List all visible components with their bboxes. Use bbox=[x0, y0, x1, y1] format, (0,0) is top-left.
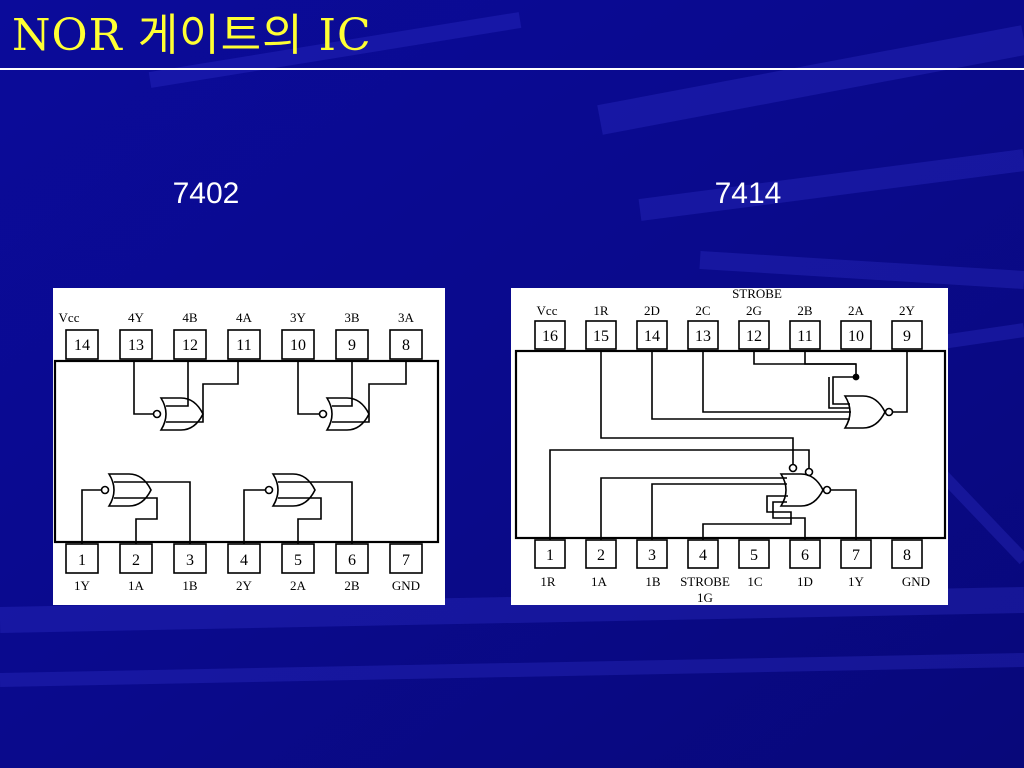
pin-name: STROBE bbox=[680, 574, 730, 589]
pin-name: 4A bbox=[236, 310, 253, 325]
pin-number: 5 bbox=[750, 547, 758, 564]
nor-gate-1 bbox=[107, 473, 152, 507]
nor-gate-2 bbox=[843, 395, 886, 429]
pin-box bbox=[389, 329, 423, 360]
pin-box bbox=[65, 329, 99, 360]
pin-number: 6 bbox=[801, 547, 809, 564]
strobe-label: STROBE bbox=[732, 288, 782, 301]
pin-box bbox=[335, 329, 369, 360]
pin-name: 2G bbox=[746, 303, 762, 318]
pin-name: 1A bbox=[591, 574, 608, 589]
pin-box bbox=[119, 329, 153, 360]
pin-number: 13 bbox=[128, 337, 144, 354]
strobe-sub-label: 1G bbox=[697, 590, 713, 605]
pin-number: 13 bbox=[695, 328, 711, 345]
ic-7402-package bbox=[53, 359, 440, 544]
chip-label-7402: 7402 bbox=[172, 177, 240, 210]
pin-number: 7 bbox=[852, 547, 860, 564]
pin-box bbox=[891, 539, 923, 569]
pin-name: 4Y bbox=[128, 310, 145, 325]
nor-gate-4 bbox=[159, 397, 204, 431]
pin-number: 11 bbox=[236, 337, 251, 354]
pin-name: 1R bbox=[593, 303, 609, 318]
pin-name: 1R bbox=[540, 574, 556, 589]
pin-number: 4 bbox=[240, 552, 248, 569]
pin-number: 9 bbox=[903, 328, 911, 345]
pin-name: Vcc bbox=[537, 303, 558, 318]
pin-name: 2D bbox=[644, 303, 660, 318]
ic-7402-schematic: 14 13 12 11 10 9 8 1 2 3 4 5 6 7 Vcc 4Y … bbox=[53, 310, 440, 593]
pin-box bbox=[389, 543, 423, 574]
pin-number: 3 bbox=[186, 552, 194, 569]
pin-name: 2A bbox=[290, 578, 307, 593]
pin-number: 16 bbox=[542, 328, 558, 345]
pin-number: 8 bbox=[903, 547, 911, 564]
pin-number: 10 bbox=[848, 328, 864, 345]
pin-box bbox=[534, 320, 566, 350]
pin-box bbox=[585, 320, 617, 350]
pin-number: 14 bbox=[644, 328, 660, 345]
pin-number: 10 bbox=[290, 337, 306, 354]
pin-number: 1 bbox=[78, 552, 86, 569]
pin-name: 3B bbox=[344, 310, 360, 325]
pin-name: GND bbox=[902, 574, 930, 589]
ic-diagram-7414: 16 15 14 13 12 11 10 9 1 2 3 4 5 6 7 8 S… bbox=[511, 288, 948, 605]
pin-box bbox=[738, 320, 770, 350]
ic-diagram-7402: 14 13 12 11 10 9 8 1 2 3 4 5 6 7 Vcc 4Y … bbox=[53, 288, 445, 605]
pin-name: 2C bbox=[695, 303, 710, 318]
pin-name: 1Y bbox=[848, 574, 865, 589]
slide-title: NOR 게이트의 IC bbox=[12, 10, 372, 61]
pin-name: GND bbox=[392, 578, 420, 593]
pin-box bbox=[687, 320, 719, 350]
pin-name: 4B bbox=[182, 310, 198, 325]
pin-name: 1Y bbox=[74, 578, 91, 593]
ic-7414-package bbox=[514, 349, 947, 540]
pin-box bbox=[636, 320, 668, 350]
pin-number: 15 bbox=[593, 328, 609, 345]
pin-name: 3A bbox=[398, 310, 415, 325]
pin-name: 3Y bbox=[290, 310, 307, 325]
nor-gate-3 bbox=[325, 397, 370, 431]
pin-name: 2Y bbox=[236, 578, 253, 593]
pin-number: 4 bbox=[699, 547, 707, 564]
pin-number: 8 bbox=[402, 337, 410, 354]
pin-number: 9 bbox=[348, 337, 356, 354]
ic-7414-schematic: 16 15 14 13 12 11 10 9 1 2 3 4 5 6 7 8 S… bbox=[514, 288, 947, 605]
pin-number: 11 bbox=[797, 328, 812, 345]
pin-box bbox=[227, 329, 261, 360]
pin-box bbox=[281, 329, 315, 360]
pin-box bbox=[738, 539, 770, 569]
pin-name: 2Y bbox=[899, 303, 916, 318]
pin-number: 1 bbox=[546, 547, 554, 564]
pin-number: 14 bbox=[74, 337, 90, 354]
pin-box bbox=[789, 320, 821, 350]
pin-number: 7 bbox=[402, 552, 410, 569]
pin-name: Vcc bbox=[59, 310, 80, 325]
pin-number: 2 bbox=[132, 552, 140, 569]
pin-name: 1B bbox=[645, 574, 661, 589]
pin-name: 2B bbox=[797, 303, 813, 318]
pin-number: 2 bbox=[597, 547, 605, 564]
pin-number: 12 bbox=[182, 337, 198, 354]
pin-name: 1B bbox=[182, 578, 198, 593]
chip-label-7414: 7414 bbox=[714, 177, 782, 210]
pin-number: 5 bbox=[294, 552, 302, 569]
pin-box bbox=[840, 320, 872, 350]
title-divider bbox=[0, 68, 1024, 70]
pin-name: 2A bbox=[848, 303, 865, 318]
pin-name: 1A bbox=[128, 578, 145, 593]
pin-number: 12 bbox=[746, 328, 762, 345]
pin-name: 2B bbox=[344, 578, 360, 593]
pin-name: 1C bbox=[747, 574, 762, 589]
nor-gate-2 bbox=[271, 473, 316, 507]
pin-number: 6 bbox=[348, 552, 356, 569]
pin-box bbox=[173, 329, 207, 360]
pin-number: 3 bbox=[648, 547, 656, 564]
pin-name: 1D bbox=[797, 574, 813, 589]
nor-gate-1 bbox=[779, 473, 824, 507]
pin-box bbox=[891, 320, 923, 350]
